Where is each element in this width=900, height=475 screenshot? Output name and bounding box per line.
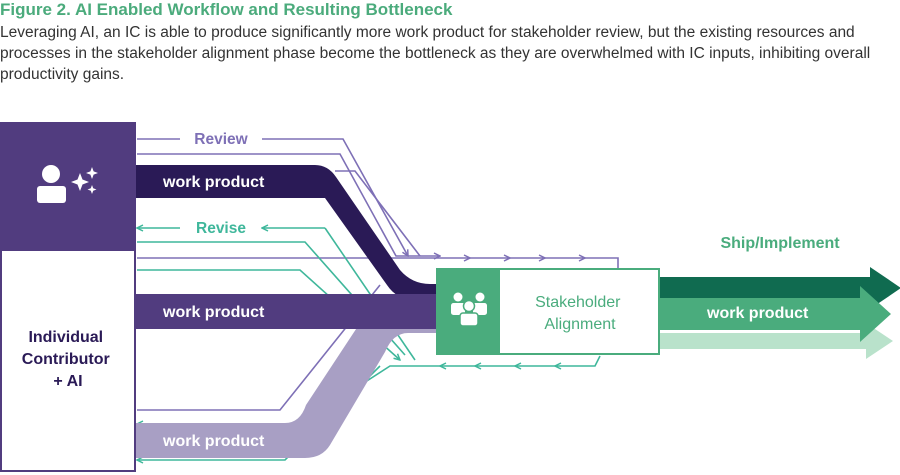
stakeholder-alignment-label: Stakeholder Alignment <box>535 294 625 333</box>
group-icon <box>451 292 487 327</box>
work-product-label-bottom: work product <box>162 433 265 450</box>
contributor-box <box>0 249 136 472</box>
flow-top <box>125 165 438 300</box>
stakeholder-alignment-box <box>436 268 660 355</box>
output-arrow-light <box>660 323 893 359</box>
work-product-label-top: work product <box>162 174 265 191</box>
person-with-sparkles-icon <box>37 165 98 203</box>
ship-implement-label: Ship/Implement <box>720 235 840 252</box>
flow-bottom <box>125 300 438 458</box>
revise-label: Revise <box>196 220 246 237</box>
output-work-product-label: work product <box>706 305 809 322</box>
review-label: Review <box>194 131 248 148</box>
figure-description: Leveraging AI, an IC is able to produce … <box>0 24 871 83</box>
flow-middle <box>125 294 438 329</box>
figure-title: Figure 2. AI Enabled Workflow and Result… <box>0 0 453 19</box>
contributor-ai-panel <box>0 122 136 250</box>
output-arrow-main <box>660 286 891 342</box>
contributor-label: Individual Contributor + AI <box>22 329 114 390</box>
work-product-label-middle: work product <box>162 304 265 321</box>
